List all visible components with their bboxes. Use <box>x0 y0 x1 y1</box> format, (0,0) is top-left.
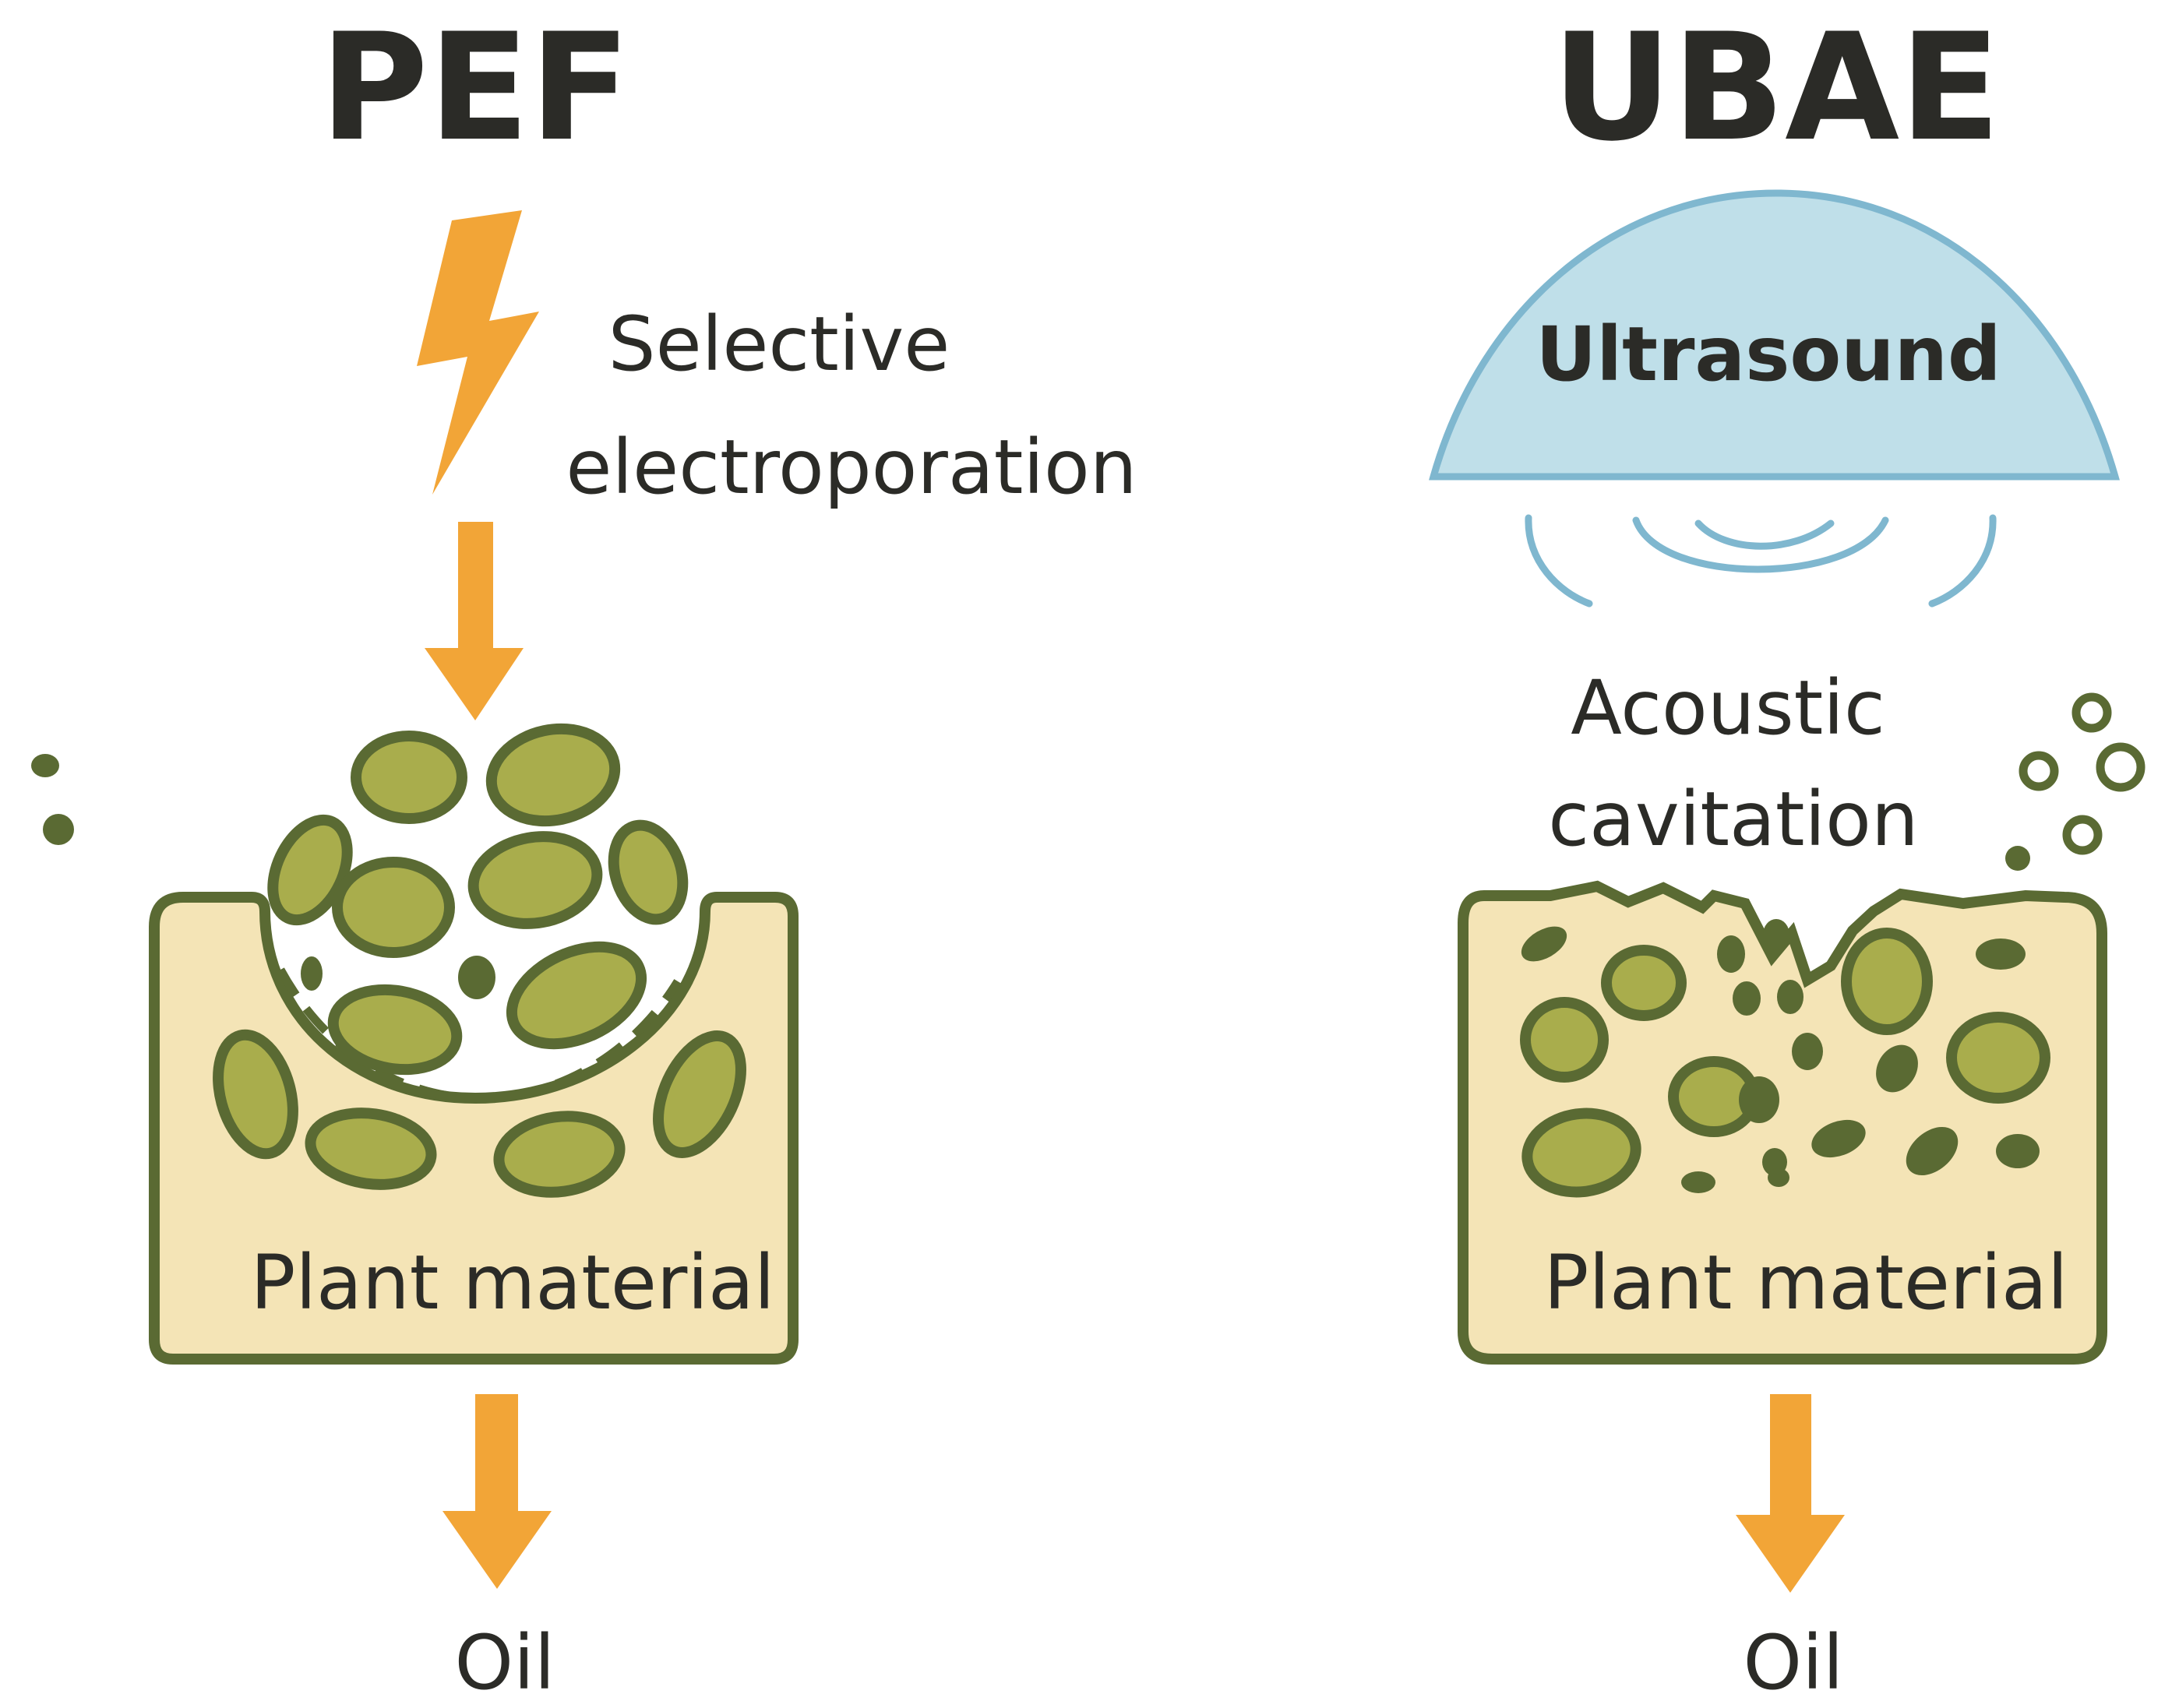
pef-droplet <box>458 956 495 999</box>
cavitation-bubble-icon <box>2062 815 2103 855</box>
ubae-output-label: Oil <box>1744 1619 1844 1706</box>
pef-title: PEF <box>320 2 631 174</box>
ubae-cell-fragment <box>1777 980 1803 1014</box>
pef-pore-dashed-outline <box>277 967 682 1103</box>
ubae-cell-fragment <box>1976 939 2026 970</box>
ubae-cell-fragment <box>1906 1126 1959 1176</box>
lightning-bolt-icon <box>417 210 539 495</box>
ubae-cell-fragment <box>1792 1033 1823 1070</box>
pef-oil-cell <box>305 1108 437 1190</box>
pef-oil-cell <box>351 731 467 824</box>
pef-input-arrow <box>425 522 524 720</box>
ubae-title: UBAE <box>1552 2 2001 174</box>
ubae-oil-cell <box>1601 945 1687 1021</box>
pef-droplet <box>301 956 323 991</box>
ubae-cell-fragment <box>1717 935 1745 973</box>
pef-mechanism-line1: Selective <box>608 301 950 388</box>
pef-plant-material-block <box>149 892 799 1365</box>
pef-oil-cell <box>467 831 603 929</box>
pef-oil-cell <box>506 941 647 1050</box>
ultrasound-transducer-icon <box>1429 189 2120 481</box>
pef-output-arrow <box>442 1394 552 1589</box>
cavitation-droplet <box>2005 846 2030 871</box>
ubae-mechanism-line1: Acoustic <box>1571 664 1885 752</box>
cavitation-bubble-icon <box>2071 692 2112 733</box>
pef-oil-cell <box>213 1029 298 1160</box>
ubae-cell-fragment <box>1768 1168 1789 1187</box>
ubae-output-arrow <box>1736 1394 1845 1593</box>
pef-material-label: Plant material <box>250 1239 774 1326</box>
pef-oil-cell <box>653 1030 746 1158</box>
cavitation-bubble-icon <box>2019 751 2059 791</box>
ubae-cell-fragment <box>1739 1076 1779 1123</box>
pef-oil-cell <box>485 723 621 827</box>
pef-oil-cell <box>327 984 463 1076</box>
ubae-cell-fragment <box>1521 926 1567 962</box>
ubae-cell-fragment <box>1876 1044 1918 1093</box>
pef-mechanism-line2: electroporation <box>566 424 1137 511</box>
pef-oil-cell <box>493 1111 626 1198</box>
pef-oil-cell <box>608 819 689 925</box>
pef-output-label: Oil <box>455 1619 555 1706</box>
ubae-cell-fragment <box>1681 1171 1715 1193</box>
sound-wave-icon <box>1928 514 1997 607</box>
ubae-oil-cell <box>1946 1012 2050 1104</box>
ubae-material-label: Plant material <box>1543 1239 2068 1326</box>
sound-wave-icon <box>1632 516 1889 573</box>
pef-droplet <box>43 814 74 845</box>
sound-wave-icon <box>1694 519 1835 550</box>
ubae-cell-fragment <box>1763 919 1789 950</box>
ubae-panel: UBAE Ultrasound Acoustic cavitation <box>1429 2 2146 1706</box>
ubae-mechanism-line2: cavitation <box>1548 776 1918 863</box>
ultrasound-label: Ultrasound <box>1536 311 2001 398</box>
ubae-oil-cell <box>1841 928 1933 1035</box>
pef-oil-cell <box>332 857 455 958</box>
sound-wave-icon <box>1525 514 1593 607</box>
ubae-oil-cell <box>1521 1108 1641 1198</box>
ubae-cell-fragment <box>1996 1134 2040 1168</box>
ubae-oil-cell <box>1520 997 1609 1083</box>
ubae-cell-fragment <box>1733 981 1761 1016</box>
ubae-cell-fragment <box>1811 1119 1866 1158</box>
pef-panel: PEF Selective electroporation Plant mate… <box>31 2 1137 1706</box>
pef-droplet <box>31 754 59 777</box>
cavitation-bubble-icon <box>2096 742 2146 792</box>
